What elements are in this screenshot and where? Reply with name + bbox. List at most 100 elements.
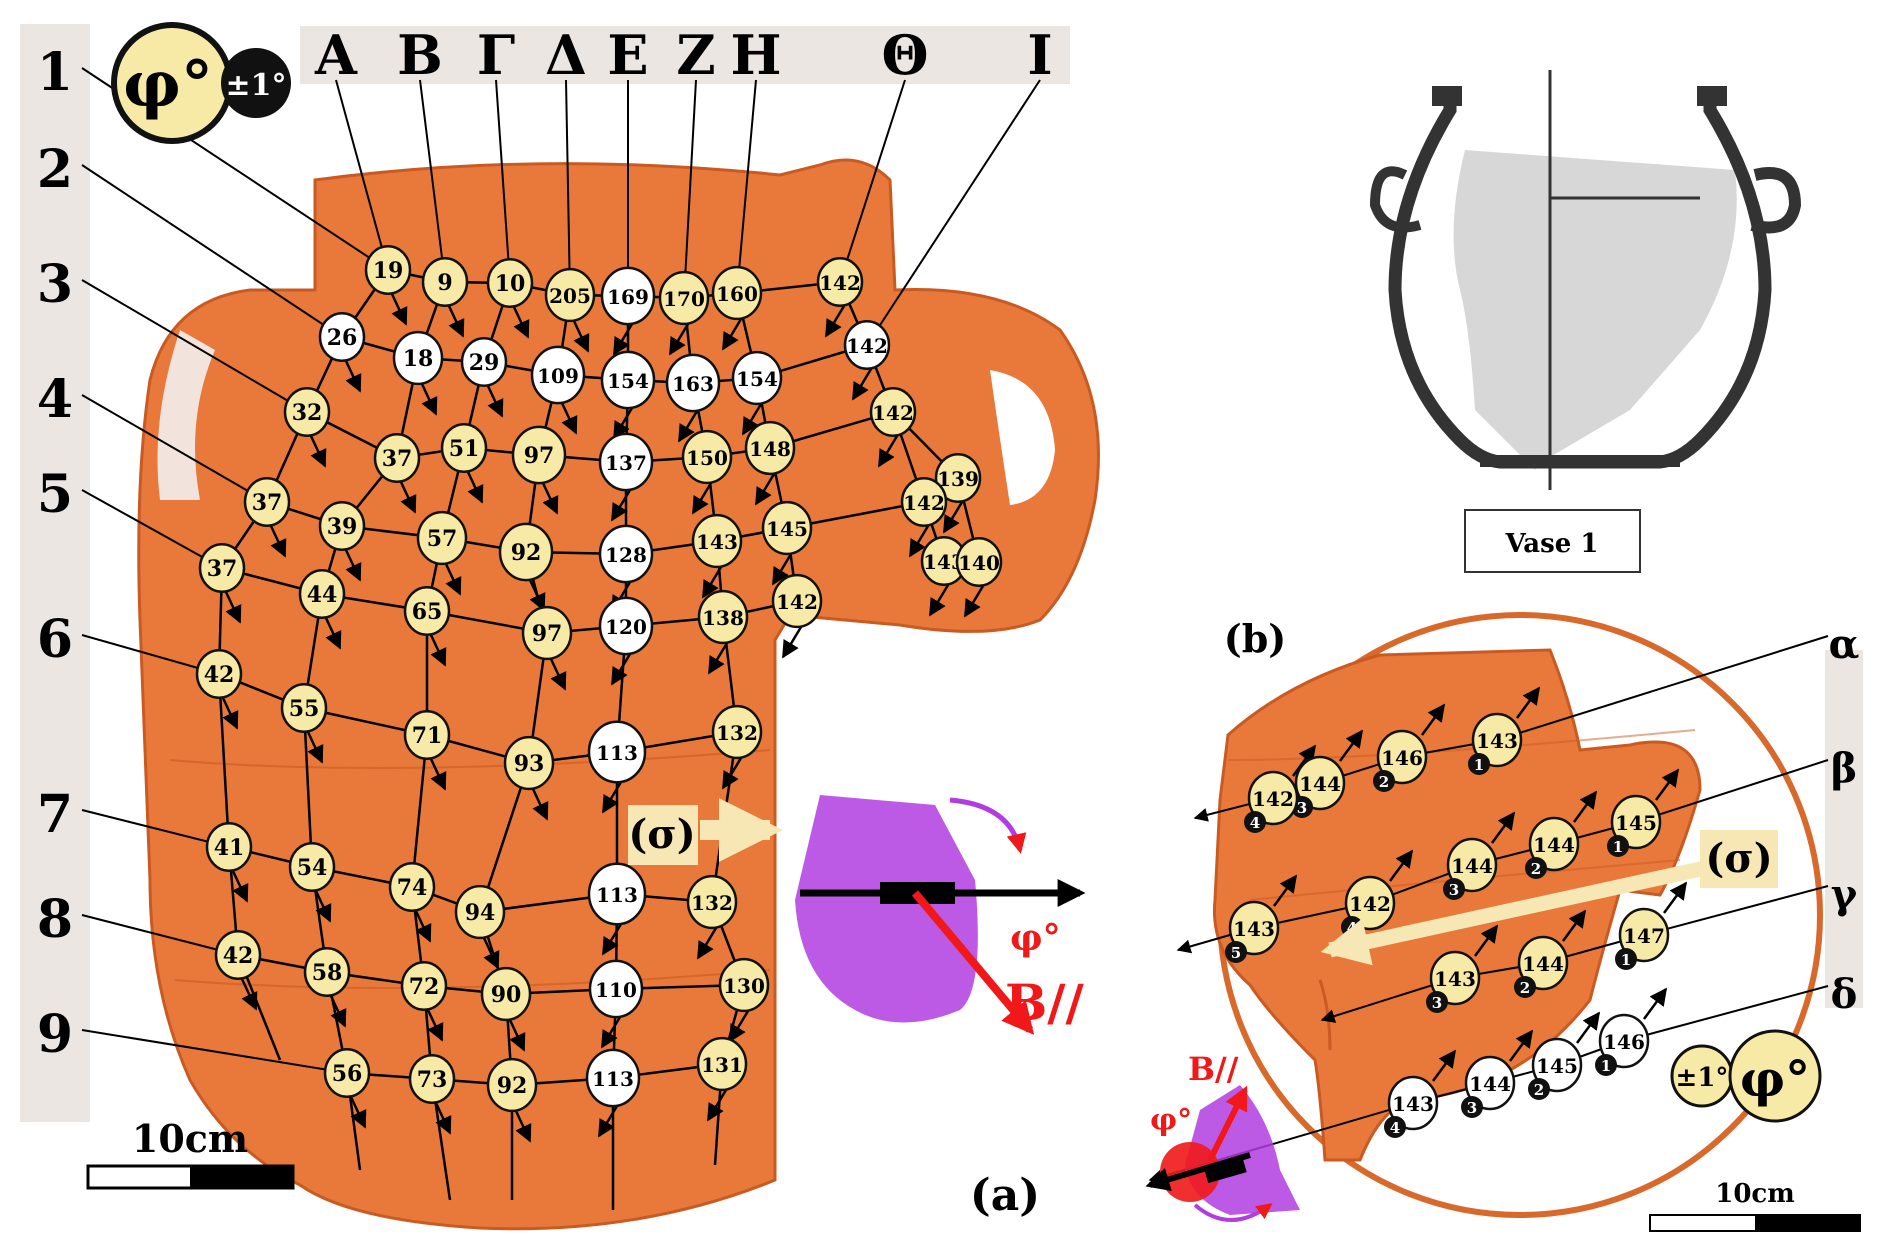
declination-arrow (601, 923, 623, 956)
measurement-marker-b (1464, 1055, 1516, 1111)
declination-arrow (597, 1105, 619, 1138)
measurement-point: 29 (460, 336, 508, 388)
measurement-point: 148 (744, 420, 796, 476)
measurement-value-b: 142 (1252, 787, 1294, 811)
column-leader-3 (495, 79, 511, 284)
measurement-point: 58 (303, 946, 351, 998)
field-inset-a: φ° B// (795, 795, 1086, 1035)
row-label: 8 (37, 889, 73, 950)
row-label: 9 (37, 1004, 73, 1065)
measurement-marker-b (1294, 755, 1346, 811)
measurement-value: 169 (607, 285, 649, 309)
measurement-point: 37 (373, 432, 421, 484)
measurement-value-b: 145 (1536, 1054, 1578, 1078)
measurement-value: 139 (937, 467, 979, 491)
column-label: Ζ (676, 23, 715, 87)
measurement-marker (761, 500, 813, 556)
measurement-marker (323, 1047, 371, 1099)
measurement-value: 18 (403, 346, 434, 372)
measurement-value: 41 (214, 835, 245, 861)
measurement-marker-b (1247, 770, 1299, 826)
measurement-value: 137 (605, 451, 647, 475)
row-label-b: β (1831, 745, 1858, 792)
measurement-marker-b (1528, 816, 1580, 872)
measurement-point: 97 (511, 425, 567, 485)
measurement-point: 142 (900, 476, 948, 528)
declination-arrow (269, 525, 287, 558)
measurement-value-b: 146 (1381, 746, 1423, 770)
measurement-point: 132 (686, 874, 738, 930)
measurement-marker (486, 1057, 538, 1113)
measurement-value-b: 143 (1476, 729, 1518, 753)
measurement-point: 97 (521, 605, 573, 661)
declination-arrow (508, 1019, 526, 1052)
measurement-value: 42 (204, 662, 235, 688)
sample-index-marker (1528, 1078, 1550, 1100)
measurement-point: 109 (530, 345, 586, 405)
measurement-point: 9 (421, 256, 469, 308)
measurement-point: 169 (600, 266, 656, 326)
legend-error-text: ±1° (225, 68, 286, 103)
measurement-value: 44 (307, 582, 338, 608)
measurement-value: 9 (437, 270, 452, 296)
measurement-point: 55 (280, 682, 328, 734)
declination-arrow (851, 368, 873, 401)
measurement-marker (686, 874, 738, 930)
declination-arrow (600, 1016, 622, 1049)
measurement-value: 92 (497, 1073, 528, 1099)
sample-index-marker (1461, 1096, 1483, 1118)
column-label: Θ (881, 23, 928, 87)
measurement-marker (486, 257, 534, 309)
measurement-point: 110 (588, 959, 644, 1019)
sample-index: 3 (1432, 994, 1442, 1012)
measurement-point: 57 (416, 510, 468, 566)
measurement-marker-b (1598, 1013, 1650, 1069)
declination-arrow (429, 634, 447, 667)
sigma-marker-b: (σ) (1320, 830, 1778, 966)
declination-arrow (668, 323, 690, 356)
row-leader-8 (81, 914, 239, 956)
measurement-point: 42 (195, 648, 243, 700)
declination-arrow-b (1654, 768, 1680, 801)
measurement-value-b: 144 (1533, 833, 1575, 857)
measurement-value: 93 (514, 751, 545, 777)
measurement-point: 42 (214, 929, 262, 981)
measurement-point: 19 (364, 244, 412, 296)
measurement-marker (403, 709, 451, 761)
panel-b-label: (b) (1224, 616, 1287, 661)
declination-arrow (696, 927, 718, 960)
column-leader-1 (335, 79, 389, 271)
measurement-marker (697, 589, 749, 645)
declination-arrow (707, 642, 729, 675)
sample-index: 3 (1297, 799, 1307, 817)
declination-arrow (541, 482, 559, 515)
measurement-value-b: 143 (1392, 1092, 1434, 1116)
measurement-marker (480, 966, 532, 1022)
measurement-value-b: 142 (1349, 892, 1391, 916)
measurement-point: 39 (318, 500, 366, 552)
measurement-value: 160 (716, 282, 758, 306)
measurement-point: 74 (388, 861, 436, 913)
inset-phi-b: φ° (1150, 1103, 1192, 1138)
measurement-value: 154 (736, 367, 778, 391)
legend-phi: φ° ±1° (111, 22, 291, 144)
measurement-point: 54 (288, 841, 336, 893)
declination-arrow (781, 626, 803, 659)
declination-arrow (482, 937, 500, 970)
measurement-marker (198, 542, 246, 594)
declination-arrow (572, 320, 590, 353)
measurement-marker (934, 452, 982, 504)
measurement-marker-b (1517, 935, 1569, 991)
measurement-value: 170 (663, 287, 705, 311)
declination-arrow (741, 403, 763, 436)
row-leader-6 (81, 634, 220, 675)
sample-index-marker (1244, 811, 1266, 833)
measurement-value: 57 (427, 526, 458, 552)
declination-arrow-b (1291, 744, 1317, 777)
